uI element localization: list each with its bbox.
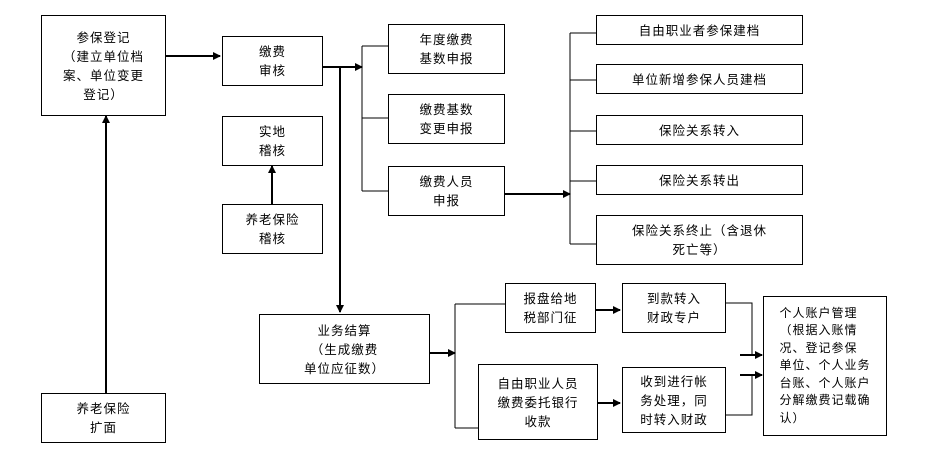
node-base-change-label: 缴费基数 变更申报 bbox=[419, 102, 474, 136]
node-freelance-file: 自由职业者参保建档 bbox=[596, 15, 803, 45]
node-transfer-out-label: 保险关系转出 bbox=[658, 172, 740, 188]
node-base-change: 缴费基数 变更申报 bbox=[388, 94, 505, 144]
node-freelance-file-label: 自由职业者参保建档 bbox=[638, 22, 761, 38]
line-accounting-to-merge bbox=[726, 375, 753, 416]
line-finance-to-merge bbox=[726, 302, 753, 355]
node-transfer-in-label: 保险关系转入 bbox=[658, 122, 740, 138]
node-settlement: 业务结算 （生成缴费 单位应征数） bbox=[259, 314, 430, 384]
node-person-report: 缴费人员 申报 bbox=[388, 166, 505, 216]
node-bank-label: 自由职业人员 缴费委托银行 收款 bbox=[497, 375, 579, 429]
node-to-finance-label: 到款转入 财政专户 bbox=[646, 291, 701, 325]
node-onsite: 实地 稽核 bbox=[222, 116, 323, 166]
node-annual: 年度缴费 基数申报 bbox=[388, 24, 505, 74]
node-accounting-label: 收到进行帐 务处理，同 时转入财政 bbox=[640, 373, 708, 427]
node-transfer-out: 保险关系转出 bbox=[596, 165, 803, 195]
node-to-finance: 到款转入 财政专户 bbox=[622, 283, 726, 333]
node-register-label: 参保登记 （建立单位档 案、单位变更 登记） bbox=[62, 29, 144, 102]
node-tax-disk-label: 报盘给地 税部门征 bbox=[523, 291, 578, 325]
node-terminate: 保险关系终止（含退休 死亡等） bbox=[596, 215, 803, 265]
node-audit: 缴费 审核 bbox=[222, 36, 323, 86]
node-audit-label: 缴费 审核 bbox=[258, 44, 286, 78]
node-bank: 自由职业人员 缴费委托银行 收款 bbox=[478, 364, 598, 440]
node-register: 参保登记 （建立单位档 案、单位变更 登记） bbox=[41, 15, 166, 116]
node-accounting: 收到进行帐 务处理，同 时转入财政 bbox=[622, 367, 726, 433]
node-transfer-in: 保险关系转入 bbox=[596, 115, 803, 145]
node-personal-account: 个人账户管理 （根据入账情 况、登记参保 单位、个人业务 台账、个人账户 分解缴… bbox=[763, 296, 887, 436]
node-person-report-label: 缴费人员 申报 bbox=[419, 174, 474, 208]
node-expand-label: 养老保险 扩面 bbox=[76, 401, 131, 435]
node-expand: 养老保险 扩面 bbox=[41, 393, 166, 443]
node-onsite-label: 实地 稽核 bbox=[258, 124, 286, 158]
node-personal-account-label: 个人账户管理 （根据入账情 况、登记参保 单位、个人业务 台账、个人账户 分解缴… bbox=[779, 305, 871, 425]
node-annual-label: 年度缴费 基数申报 bbox=[419, 32, 474, 66]
node-settlement-label: 业务结算 （生成缴费 单位应征数） bbox=[303, 322, 385, 376]
node-new-staff-file: 单位新增参保人员建档 bbox=[596, 64, 803, 94]
node-terminate-label: 保险关系终止（含退休 死亡等） bbox=[631, 223, 767, 257]
node-pension-audit-label: 养老保险 稽核 bbox=[245, 212, 300, 246]
node-tax-disk: 报盘给地 税部门征 bbox=[505, 283, 596, 333]
node-pension-audit: 养老保险 稽核 bbox=[222, 204, 323, 254]
node-new-staff-file-label: 单位新增参保人员建档 bbox=[631, 71, 767, 87]
